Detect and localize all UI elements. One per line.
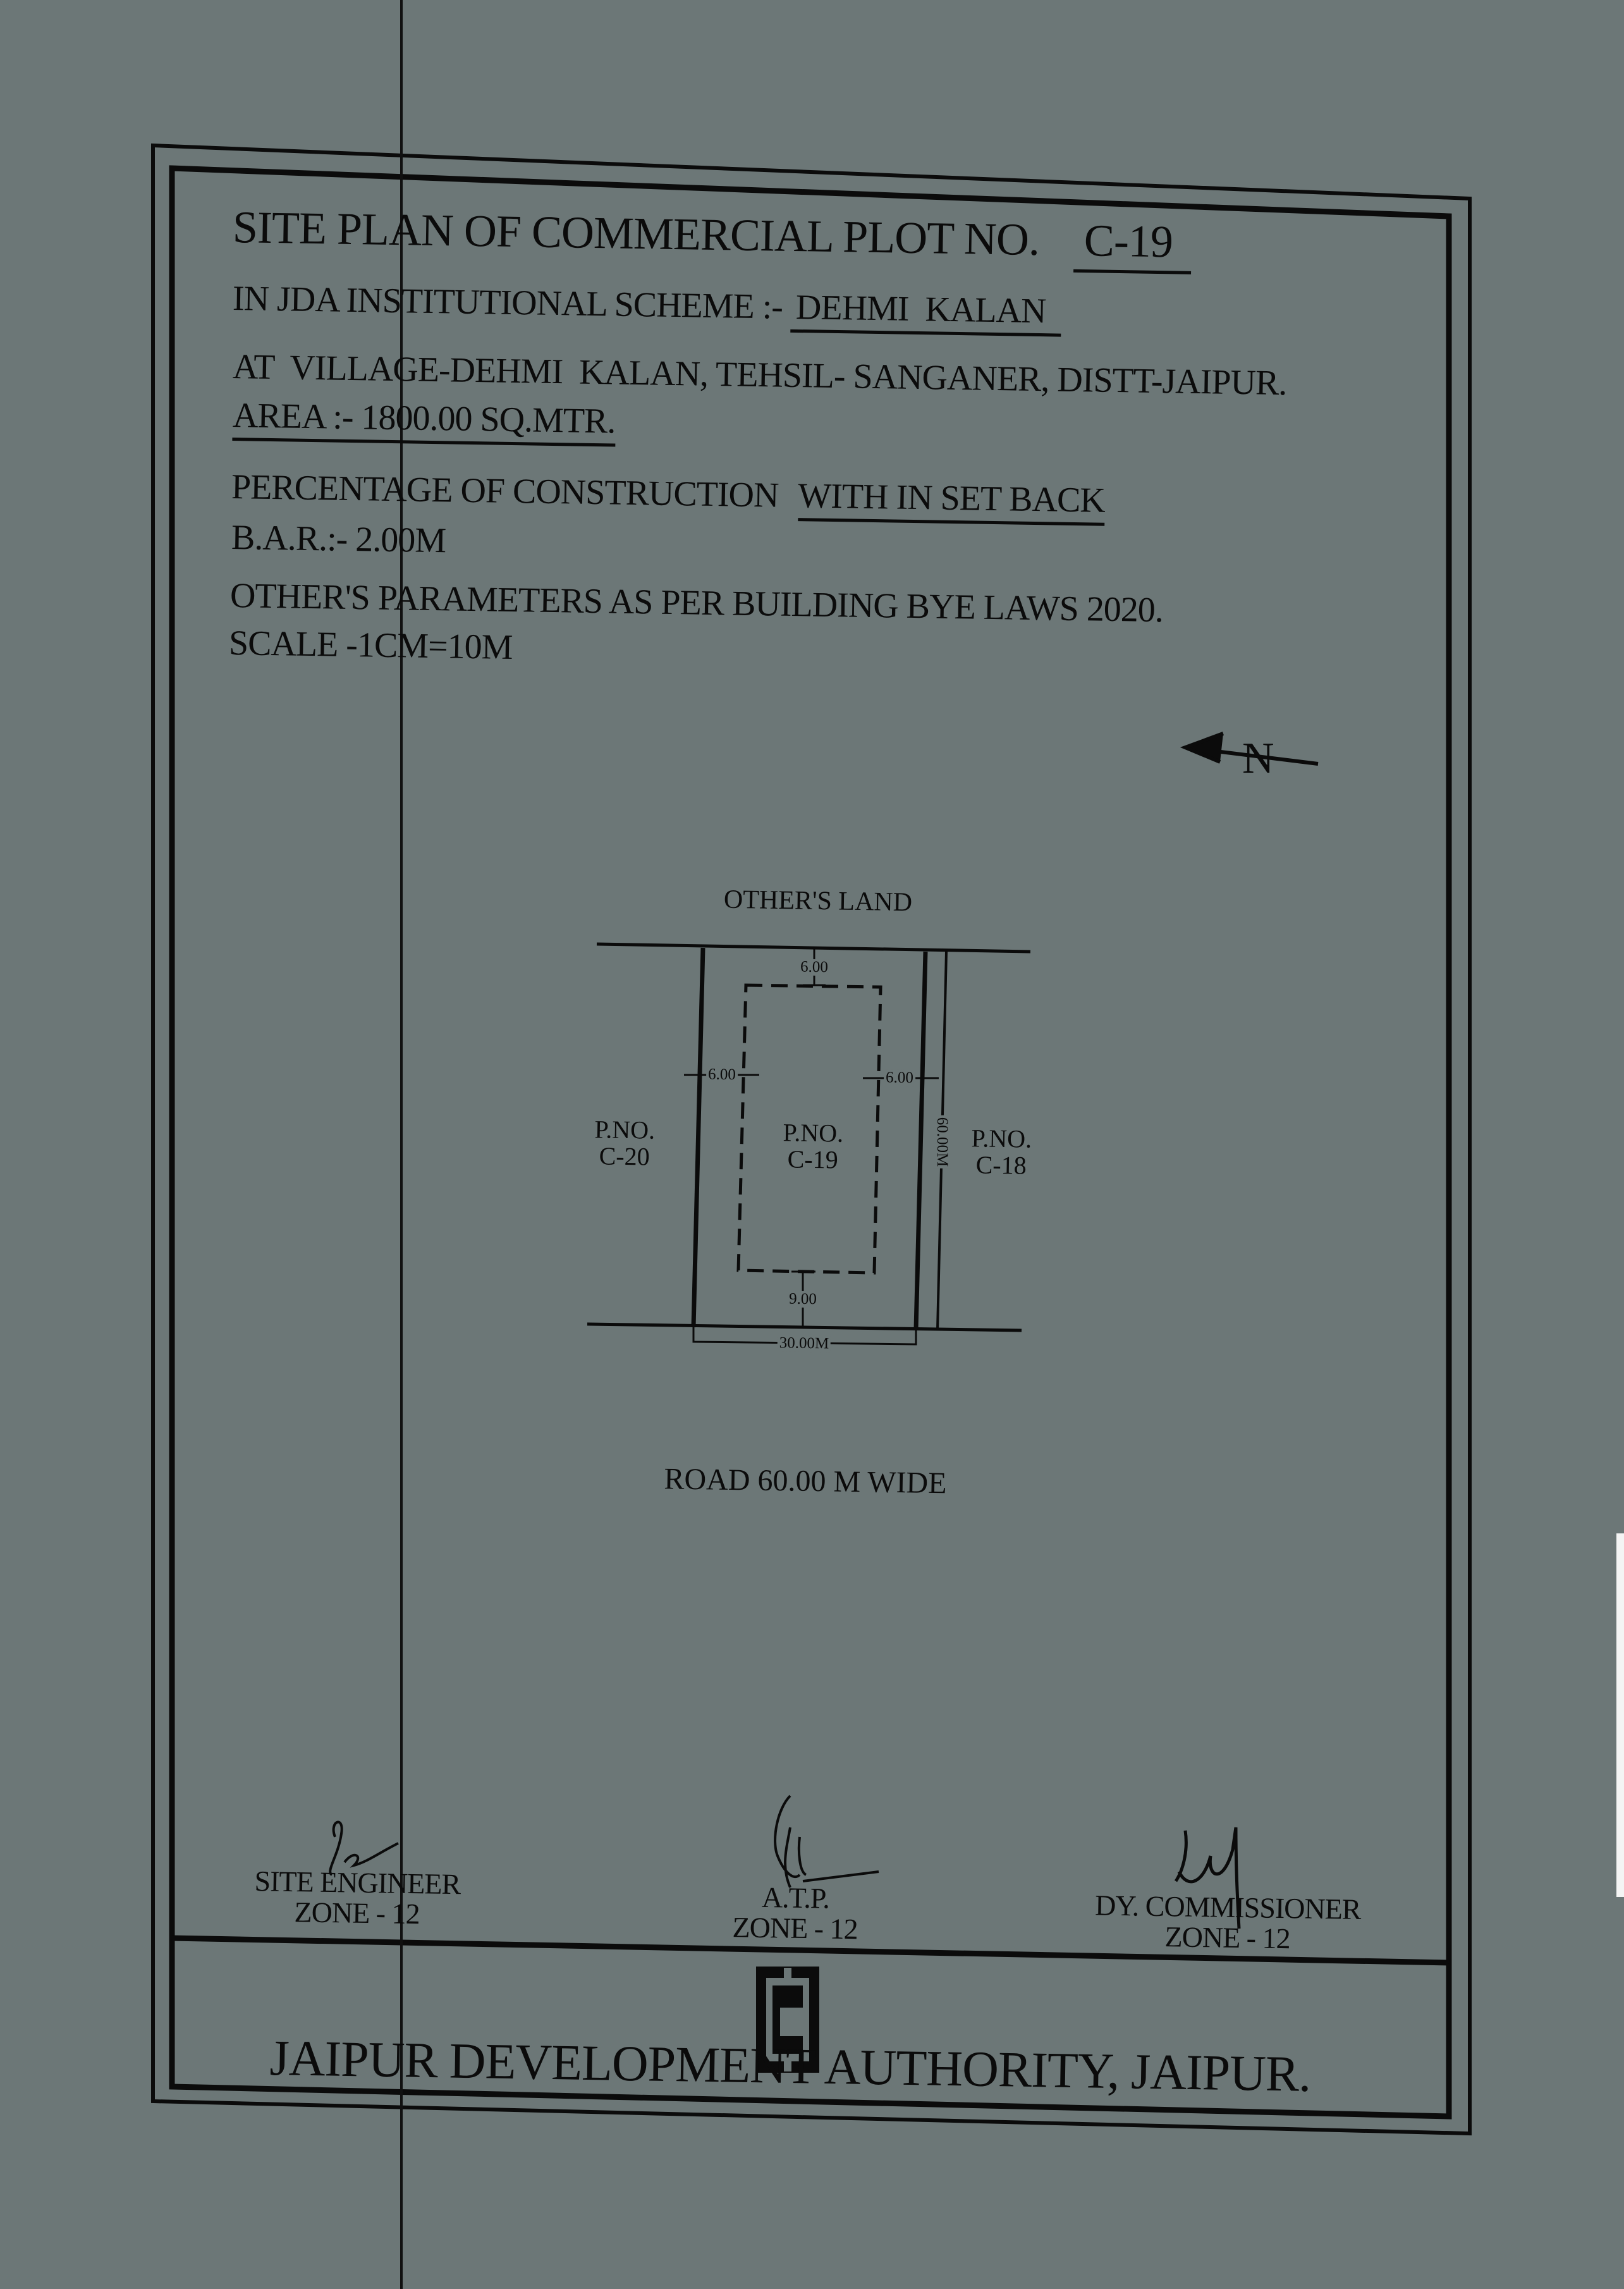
plot-c20-label: P.NO.C-20	[594, 1115, 656, 1171]
jda-logo-icon	[756, 1967, 819, 2073]
plot-number: C-19	[1073, 214, 1192, 274]
scan-artifact-edge	[1616, 1533, 1624, 1897]
others-land-label: OTHER'S LAND	[723, 885, 913, 917]
plot-right-edge	[913, 951, 928, 1330]
right-setback-label: 6.00	[883, 1069, 916, 1087]
scheme-name: DEHMI KALAN	[790, 287, 1061, 337]
left-setback-label: 6.00	[705, 1066, 738, 1084]
bar-line: B.A.R.:- 2.00M	[231, 518, 446, 561]
road-label: ROAD 60.00 M WIDE	[664, 1462, 947, 1500]
scan-artifact-line	[400, 0, 403, 2289]
site-engineer-signature	[329, 1820, 399, 1876]
plot-c18-label: P.NO.C-18	[971, 1124, 1032, 1180]
depth-dimension-label: 60.00M	[933, 1115, 951, 1169]
width-dimension-label: 30.00M	[777, 1334, 831, 1353]
front-setback-label: 6.00	[800, 958, 829, 976]
north-label: N	[1242, 734, 1274, 783]
area-value: AREA :- 1800.00 SQ.MTR.	[232, 396, 616, 447]
area-line: AREA :- 1800.00 SQ.MTR.	[232, 395, 616, 447]
construction-value: WITH IN SET BACK	[797, 476, 1106, 526]
dy-commissioner-signature	[1174, 1827, 1241, 1929]
rear-setback-label: 9.00	[788, 1290, 817, 1308]
boundary-top	[596, 942, 1031, 954]
plot-left-edge	[691, 947, 705, 1328]
construction-label: PERCENTAGE OF CONSTRUCTION	[231, 467, 779, 515]
setback-envelope	[736, 983, 882, 1275]
north-arrow-icon	[1180, 732, 1319, 766]
scale-line: SCALE -1CM=10M	[228, 623, 513, 668]
signature-block-atp: A.T.P.ZONE - 12	[732, 1881, 858, 1946]
plot-c19-label: P.NO.C-19	[783, 1118, 844, 1174]
footer-divider	[171, 1935, 1450, 1966]
boundary-bottom	[587, 1322, 1022, 1332]
inner-border	[169, 165, 1452, 2120]
atp-signature	[774, 1795, 879, 1888]
scheme-label: IN JDA INSTITUTIONAL SCHEME :-	[232, 279, 783, 327]
outer-border	[151, 143, 1472, 2136]
